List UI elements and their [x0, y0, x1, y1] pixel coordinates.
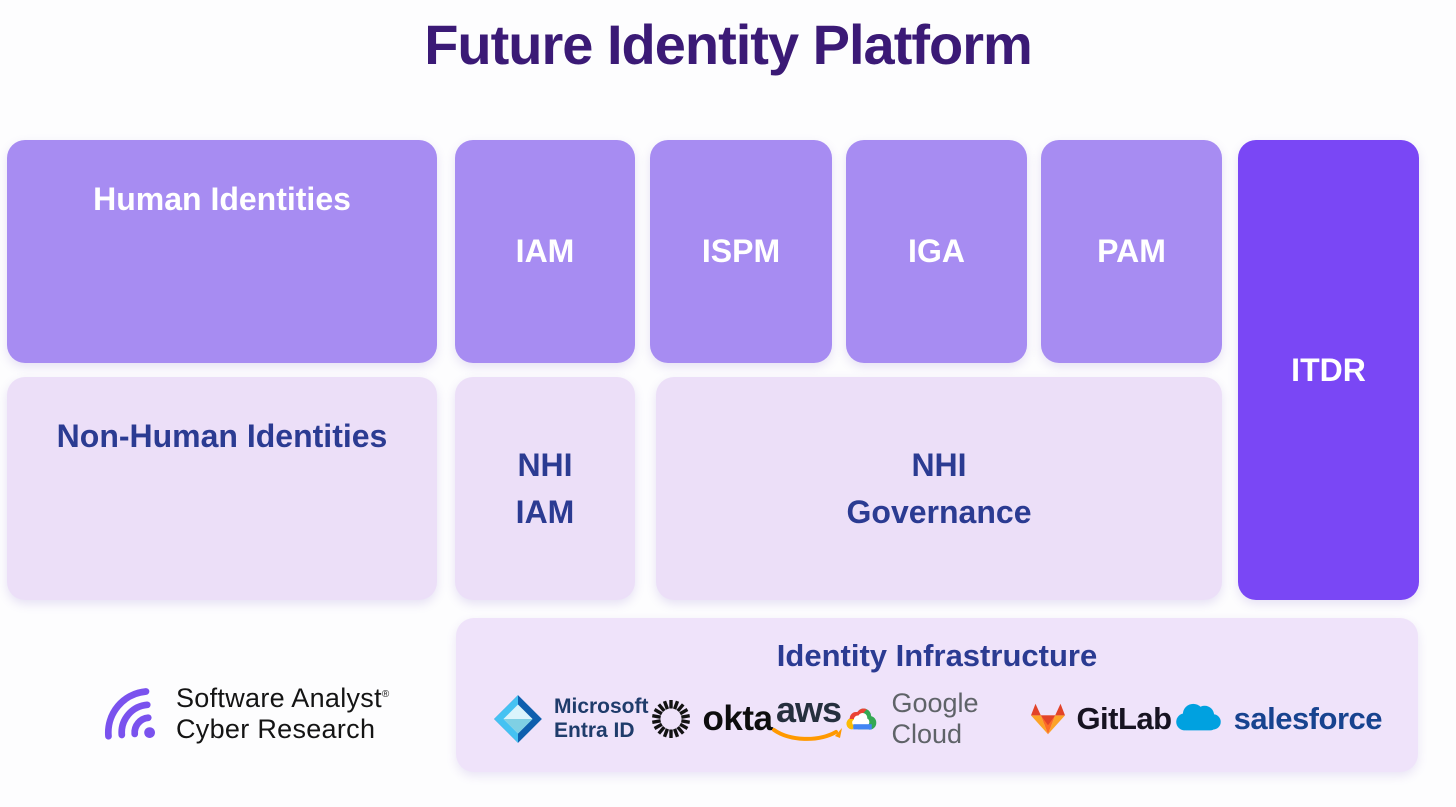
branding-line1-text: Software Analyst	[176, 683, 382, 713]
aws-text: aws	[775, 689, 842, 731]
box-label-ispm: ISPM	[701, 233, 781, 270]
box-human-identities: Human Identities	[7, 140, 437, 363]
registered-mark: ®	[381, 689, 390, 700]
wifi-arcs-icon	[104, 688, 155, 740]
software-analyst-wordmark: Software Analyst® Cyber Research	[176, 683, 390, 746]
gitlab-wordmark: GitLab	[1076, 701, 1172, 736]
google-cloud-icon	[846, 708, 877, 730]
aws-smile-icon	[772, 727, 843, 741]
box-label-nhi-governance: NHI Governance	[847, 442, 1032, 535]
identity-infrastructure-panel: Identity Infrastructure Microsoft Entra …	[456, 618, 1418, 772]
salesforce-wordmark: salesforce	[1233, 701, 1383, 736]
entra-line2: Entra ID	[554, 719, 635, 742]
box-itdr: ITDR	[1238, 140, 1419, 600]
box-ispm: ISPM	[650, 140, 832, 363]
box-nhi-governance: NHI Governance	[656, 377, 1222, 600]
google-cloud-wordmark: Google Cloud	[891, 688, 979, 749]
box-label-pam: PAM	[1097, 233, 1166, 270]
box-non-human-identities: Non-Human Identities	[7, 377, 437, 600]
vendor-gitlab: GitLab	[1030, 701, 1172, 737]
vendor-aws: aws	[772, 689, 844, 743]
nhi-gov-line2: Governance	[846, 493, 1032, 530]
box-label-human-identities: Human Identities	[93, 181, 351, 217]
software-analyst-logo: Software Analyst® Cyber Research	[100, 683, 390, 746]
nhi-gov-line1: NHI	[911, 447, 967, 484]
salesforce-cloud-icon	[1175, 703, 1221, 731]
box-label-itdr: ITDR	[1291, 351, 1366, 388]
vendor-okta: okta	[649, 697, 773, 741]
box-iga: IGA	[846, 140, 1027, 363]
infrastructure-title: Identity Infrastructure	[776, 638, 1098, 673]
okta-icon	[651, 700, 690, 738]
vendor-microsoft-entra: Microsoft Entra ID	[492, 693, 649, 745]
box-label-non-human-identities: Non-Human Identities	[56, 418, 388, 454]
box-nhi-iam: NHI IAM	[455, 377, 635, 600]
nhi-iam-line1: NHI	[517, 447, 573, 484]
microsoft-entra-icon	[494, 695, 542, 743]
box-label-nhi-iam: NHI IAM	[516, 442, 575, 535]
branding-line1: Software Analyst®	[176, 683, 390, 714]
vendor-logos-row: Microsoft Entra ID	[486, 688, 1388, 750]
microsoft-entra-wordmark: Microsoft Entra ID	[554, 695, 649, 743]
vendor-salesforce: salesforce	[1172, 701, 1383, 737]
vendor-google-cloud: Google Cloud	[844, 688, 1030, 750]
page-title: Future Identity Platform	[424, 13, 1033, 76]
nhi-iam-line2: IAM	[515, 493, 575, 530]
box-label-iam: IAM	[515, 233, 575, 270]
box-pam: PAM	[1041, 140, 1222, 363]
gitlab-tanuki-icon	[1031, 703, 1066, 735]
aws-wordmark: aws	[772, 689, 844, 743]
okta-wordmark: okta	[702, 699, 773, 738]
branding-line2: Cyber Research	[176, 714, 376, 745]
entra-line1: Microsoft	[554, 694, 649, 718]
box-iam: IAM	[455, 140, 635, 363]
box-label-iga: IGA	[908, 233, 965, 270]
